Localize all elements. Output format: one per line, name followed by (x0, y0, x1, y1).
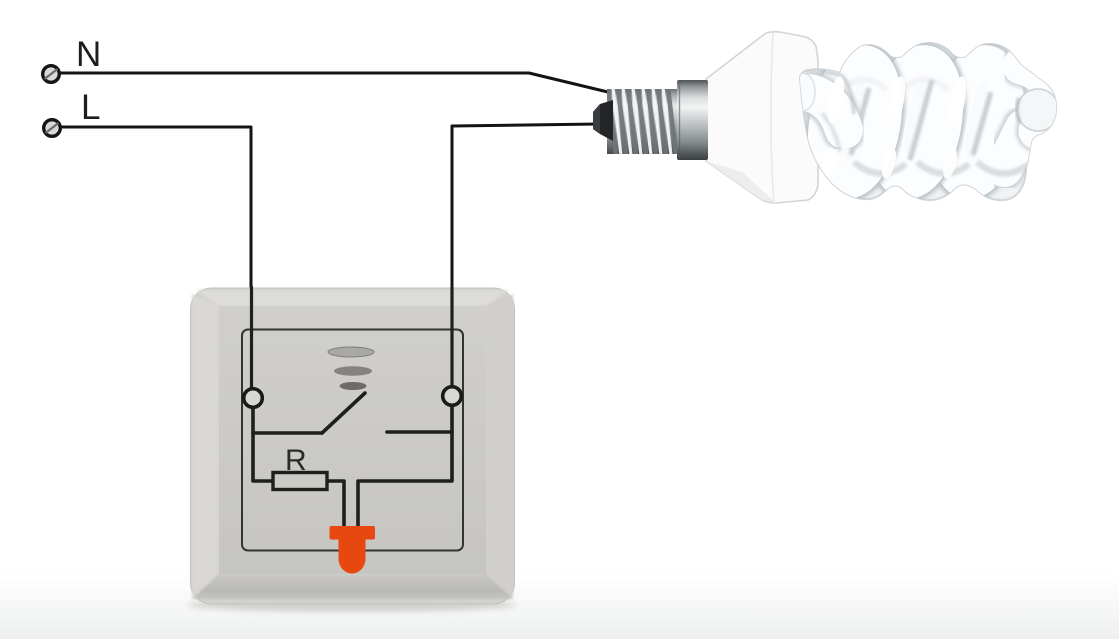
svg-text:N: N (76, 35, 101, 74)
svg-text:R: R (285, 444, 307, 477)
svg-text:L: L (81, 88, 100, 127)
